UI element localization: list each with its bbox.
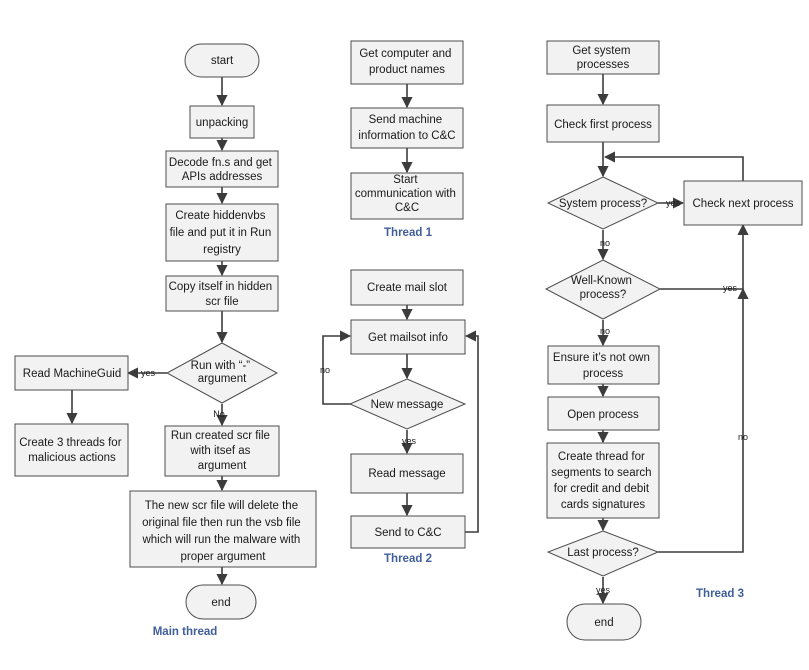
- main-copy-node: [165, 275, 279, 312]
- main-start-label: start: [211, 55, 234, 67]
- t3-check-first-label: Check first process: [554, 119, 652, 131]
- thread-1-caption: Thread 1: [384, 227, 433, 239]
- t2-create-slot-label: Create mail slot: [367, 282, 448, 294]
- thread-1: Get computer and product names Send mach…: [350, 40, 464, 239]
- t3-create-thread-node: [546, 442, 660, 519]
- t3-system-process-label: System process?: [559, 198, 647, 210]
- t3-get-processes-node: [546, 40, 660, 75]
- t3-end-terminator: [566, 603, 642, 641]
- t3-open-label: Open process: [567, 409, 639, 421]
- main-end-terminator: [185, 584, 257, 620]
- t1-send-info-label: Send machine information to C&C: [358, 114, 455, 142]
- t3-well-known-decision: [544, 259, 662, 320]
- main-read-guid-label: Read MachineGuid: [23, 368, 121, 380]
- t3-last-process-decision: [546, 530, 660, 577]
- main-run-created-node: [164, 425, 280, 477]
- t2-yes-label: yes: [402, 436, 417, 446]
- t2-read-message-node: [350, 453, 464, 494]
- thread-3: Get system processes Check first process…: [544, 40, 803, 641]
- main-unpacking-label: unpacking: [196, 117, 248, 129]
- main-read-guid-node: [14, 355, 129, 391]
- t3-no-last-label: no: [738, 432, 748, 442]
- t2-new-message-label: New message: [371, 399, 444, 411]
- edge-sendcc-loop: [464, 330, 479, 533]
- t3-ensure-label: Ensure it’s not own process: [553, 352, 653, 380]
- t3-no-system-label: no: [600, 238, 610, 248]
- main-create-vbs-label: Create hiddenvbs file and put it in Run …: [170, 210, 275, 256]
- main-new-scr-node: [129, 490, 317, 568]
- t1-send-info-node: [350, 107, 464, 149]
- t1-start-comm-node: [350, 172, 464, 220]
- t3-open-node: [547, 396, 660, 431]
- t1-start-comm-label: Start communication with C&C: [355, 174, 459, 214]
- t2-send-cc-label: Send to C&C: [374, 527, 441, 539]
- t2-create-slot-node: [350, 269, 464, 306]
- main-copy-label: Copy itself in hidden scr file: [169, 281, 276, 308]
- t2-get-info-node: [350, 319, 466, 355]
- main-run-with-decision: [165, 342, 279, 404]
- main-unpacking-node: [189, 105, 255, 139]
- t2-no-label: no: [320, 365, 330, 375]
- connectors: [66, 74, 749, 605]
- t2-new-message-decision: [348, 378, 467, 430]
- main-thread: start unpacking Decode fn.s and get APIs…: [14, 43, 317, 638]
- t3-check-next-node: [683, 180, 803, 226]
- t1-get-names-node: [350, 40, 464, 85]
- t3-well-known-label: Well-Known process?: [571, 275, 635, 301]
- t3-end-label: end: [594, 617, 613, 629]
- main-create-vbs-node: [165, 203, 279, 262]
- main-no-label: No: [213, 409, 225, 419]
- edge-wellknown-yes: [660, 223, 749, 290]
- main-create-threads-node: [14, 423, 129, 477]
- main-start-terminator: [184, 43, 260, 78]
- t3-yes-last-label: yes: [596, 585, 611, 595]
- t3-yes-well-label: yes: [723, 283, 738, 293]
- main-new-scr-label: The new scr file will delete the origina…: [141, 500, 303, 563]
- edge-newmessage-no-loop: [322, 330, 355, 405]
- t3-check-next-label: Check next process: [693, 198, 794, 210]
- main-thread-caption: Main thread: [153, 626, 218, 638]
- t3-no-well-label: no: [600, 326, 610, 336]
- t2-send-cc-node: [350, 515, 466, 549]
- edge-checknext-loopback: [603, 151, 744, 181]
- t3-check-first-node: [546, 104, 660, 143]
- t1-get-names-label: Get computer and product names: [359, 48, 454, 76]
- t3-get-processes-label: Get system processes: [572, 45, 633, 71]
- edge-lastprocess-no: [658, 287, 749, 553]
- t2-read-message-label: Read message: [368, 468, 445, 480]
- t3-last-process-label: Last process?: [567, 547, 639, 559]
- main-run-created-label: Run created scr file with itsef as argum…: [171, 430, 273, 472]
- main-end-label: end: [211, 597, 230, 609]
- main-create-threads-label: Create 3 threads for malicious actions: [19, 437, 124, 464]
- main-yes-label: yes: [141, 368, 156, 378]
- thread-2-caption: Thread 2: [384, 553, 432, 565]
- t2-get-info-label: Get mailsot info: [368, 332, 448, 344]
- t3-ensure-node: [547, 345, 660, 385]
- main-decode-node: [165, 150, 279, 188]
- t3-yes-system-label: yes: [666, 198, 681, 208]
- t3-create-thread-label: Create thread for segments to search for…: [551, 451, 655, 511]
- thread-3-caption: Thread 3: [696, 588, 744, 600]
- t3-system-process-decision: [546, 176, 660, 230]
- main-decode-label: Decode fn.s and get APIs addresses: [169, 157, 275, 183]
- main-run-with-label: Run with “-” argument: [191, 360, 254, 385]
- thread-2: Create mail slot Get mailsot info New me…: [320, 269, 467, 565]
